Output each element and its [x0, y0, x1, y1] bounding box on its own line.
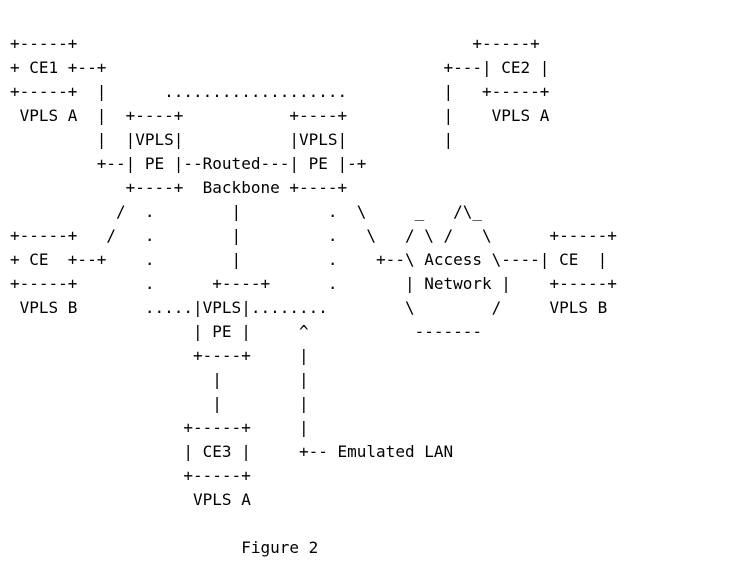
diagram-line-14: +----+ |: [10, 346, 309, 365]
diagram-line-8: / . | . \ _ /\_: [10, 202, 483, 221]
diagram-line-3: +-----+ | ................... | +-----+: [10, 82, 550, 101]
diagram-line-6: +--| PE |--Routed---| PE |-+: [10, 154, 367, 173]
diagram-line-7: +----+ Backbone +----+: [10, 178, 348, 197]
figure-caption: Figure 2: [10, 538, 319, 557]
diagram-line-4: VPLS A | +----+ +----+ | VPLS A: [10, 106, 550, 125]
diagram-line-9: +-----+ / . | . \ / \ / \ +-----+: [10, 226, 617, 245]
diagram-line-17: +-----+ |: [10, 418, 309, 437]
diagram-line-16: | |: [10, 394, 309, 413]
diagram-line-2: + CE1 +--+ +---| CE2 |: [10, 58, 550, 77]
diagram-line-20: VPLS A: [10, 490, 251, 509]
diagram-line-13: | PE | ^ -------: [10, 322, 483, 341]
diagram-line-12: VPLS B .....|VPLS|........ \ / VPLS B: [10, 298, 608, 317]
diagram-line-10: + CE +--+ . | . +--\ Access \----| CE |: [10, 250, 608, 269]
diagram-line-1: +-----+ +-----+: [10, 34, 540, 53]
diagram-line-5: | |VPLS| |VPLS| |: [10, 130, 454, 149]
diagram-line-11: +-----+ . +----+ . | Network | +-----+: [10, 274, 617, 293]
diagram-line-19: +-----+: [10, 466, 251, 485]
diagram-line-18: | CE3 | +-- Emulated LAN: [10, 442, 454, 461]
diagram-line-15: | |: [10, 370, 309, 389]
